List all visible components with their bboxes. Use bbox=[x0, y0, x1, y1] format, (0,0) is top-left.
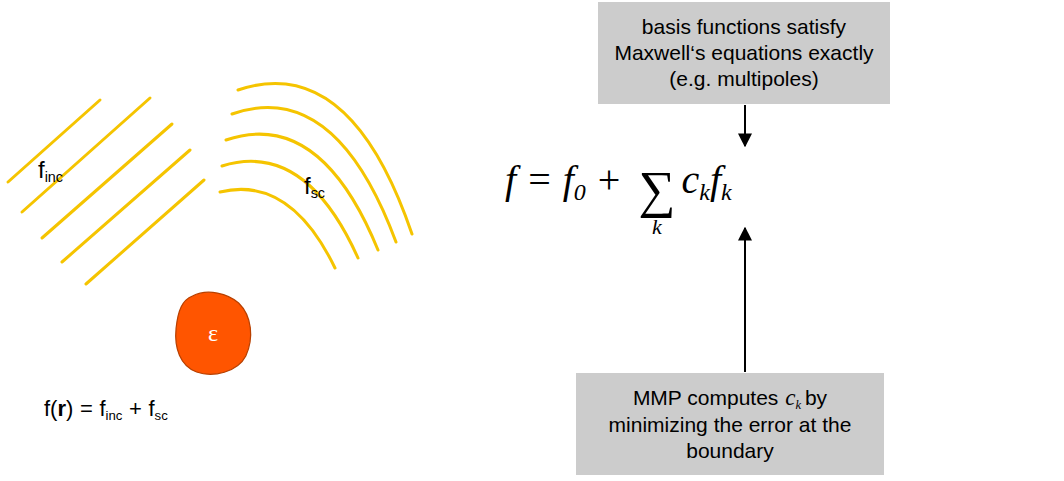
subscript: inc bbox=[45, 169, 63, 185]
note-box: MMP computesckby minimizing the error at… bbox=[576, 373, 884, 475]
material-symbol: ε bbox=[208, 320, 218, 346]
formula-part: f bbox=[710, 156, 721, 203]
expansion-formula: f=f0+∑kckfk bbox=[505, 150, 732, 224]
pointer-arrow bbox=[744, 105, 746, 146]
formula-part: f bbox=[304, 172, 311, 200]
field-equation: f(r)=finc+fsc bbox=[44, 396, 168, 422]
operator: + bbox=[129, 396, 142, 422]
subscript: 0 bbox=[574, 179, 586, 206]
scatterer-blob: ε bbox=[172, 288, 254, 378]
node-text: MMP computes bbox=[633, 386, 779, 409]
subscript: inc bbox=[106, 408, 123, 423]
node-text: basis functions satisfy Maxwell‘s equati… bbox=[610, 14, 878, 93]
subscript: k bbox=[721, 179, 732, 206]
operator: = bbox=[80, 396, 93, 422]
sum-sign: ∑ bbox=[638, 164, 675, 216]
formula-part: f( bbox=[44, 396, 57, 422]
note-box: basis functions satisfy Maxwell‘s equati… bbox=[598, 2, 890, 104]
formula-part: ) bbox=[66, 396, 73, 422]
node-text: MMP computesckby minimizing the error at… bbox=[588, 383, 872, 464]
formula-part: f bbox=[38, 156, 45, 184]
formula-part: f bbox=[563, 156, 574, 203]
formula-part: c bbox=[681, 156, 699, 203]
sum-group: ∑k bbox=[638, 164, 675, 238]
scattered-wave bbox=[220, 83, 412, 268]
node-text: basis functions satisfy Maxwell‘s equati… bbox=[614, 15, 873, 91]
subscript: sc bbox=[311, 185, 325, 201]
incident-wave bbox=[8, 98, 204, 284]
node-text: ε bbox=[208, 320, 218, 347]
formula-part: f bbox=[148, 396, 154, 422]
subscript: k bbox=[699, 179, 710, 206]
formula-part: f bbox=[505, 156, 516, 203]
math-variable: c bbox=[785, 384, 795, 410]
math-subscript: k bbox=[796, 398, 802, 412]
wave-label: finc bbox=[38, 156, 63, 184]
operator: = bbox=[528, 156, 551, 203]
formula-part: f bbox=[99, 396, 105, 422]
wave-label: fsc bbox=[304, 172, 325, 200]
pointer-arrow bbox=[744, 228, 746, 372]
subscript: sc bbox=[155, 408, 168, 423]
operator: + bbox=[598, 156, 621, 203]
sum-index: k bbox=[652, 216, 662, 238]
vector-symbol: r bbox=[57, 396, 66, 422]
